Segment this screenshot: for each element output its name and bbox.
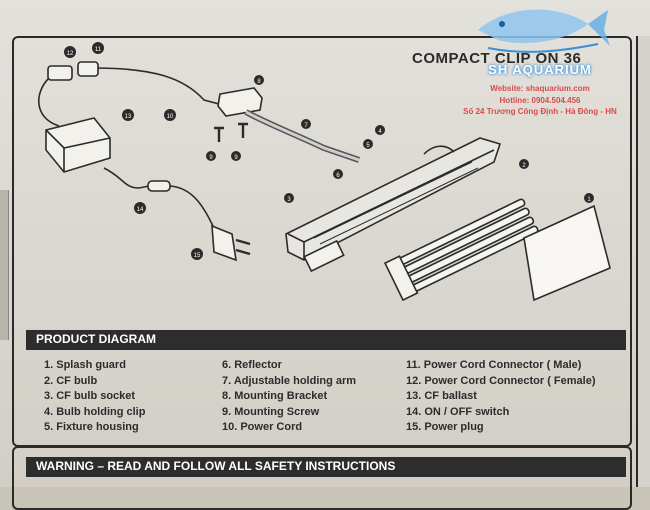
badge-1: 1 <box>584 193 594 203</box>
power-cord-line <box>93 67 220 105</box>
part-item: 10. Power Cord <box>222 421 303 433</box>
watermark: SH AQUARIUM Website: shaquarium.com Hotl… <box>450 0 630 118</box>
badge-2: 2 <box>519 159 529 169</box>
part-item: 12. Power Cord Connector ( Female) <box>406 374 596 387</box>
svg-text:9: 9 <box>234 155 238 161</box>
part-item: 6. Reflector <box>222 359 282 371</box>
fish-logo-icon <box>478 9 610 53</box>
warning-frame <box>12 446 632 510</box>
product-title: COMPACT CLIP ON 36 <box>412 50 582 67</box>
svg-text:14: 14 <box>137 207 144 213</box>
part-item: 7. Adjustable holding arm <box>222 374 357 387</box>
cf-bulb-drawing <box>383 198 539 302</box>
parts-column-3: 11. Power Cord Connector ( Male) 12. Pow… <box>406 358 595 436</box>
male-connector-body <box>77 61 99 77</box>
badge-13: 13 <box>122 109 134 121</box>
female-connector-body <box>47 65 73 81</box>
product-diagram-drawing: 1 2 3 4 5 6 7 8 9 9 10 11 12 13 14 15 <box>37 42 611 302</box>
parts-column-1: 1. Splash guard 2. CF bulb 3. CF bulb so… <box>44 358 145 436</box>
warning-heading: WARNING – READ AND FOLLOW ALL SAFETY INS… <box>36 459 396 473</box>
svg-text:11: 11 <box>95 47 102 53</box>
svg-text:10: 10 <box>167 114 174 120</box>
part-item: 11. Power Cord Connector ( Male) <box>406 359 582 371</box>
badge-10: 10 <box>164 109 176 121</box>
badge-11: 11 <box>92 42 104 54</box>
part-item: 15. Power plug <box>406 421 484 433</box>
watermark-website: Website: shaquarium.com <box>490 84 590 93</box>
part-item: 8. Mounting Bracket <box>222 390 328 402</box>
svg-text:8: 8 <box>257 79 261 85</box>
svg-text:12: 12 <box>67 51 74 57</box>
part-item: 13. CF ballast <box>406 390 477 402</box>
parts-column-2: 6. Reflector 7. Adjustable holding arm 8… <box>222 358 356 436</box>
part-item: 5. Fixture housing <box>44 421 139 433</box>
svg-text:3: 3 <box>287 197 291 203</box>
badge-5: 5 <box>363 139 373 149</box>
part-item: 3. CF bulb socket <box>44 390 136 402</box>
svg-text:9: 9 <box>209 155 213 161</box>
svg-text:7: 7 <box>304 123 308 129</box>
svg-text:13: 13 <box>125 114 132 120</box>
part-item: 4. Bulb holding clip <box>44 405 146 418</box>
svg-text:5: 5 <box>366 143 370 149</box>
badge-7: 7 <box>301 119 311 129</box>
part-item: 1. Splash guard <box>44 359 126 371</box>
part-item: 14. ON / OFF switch <box>406 405 510 418</box>
badge-9a: 9 <box>206 151 216 161</box>
badge-15: 15 <box>191 248 203 260</box>
watermark-hotline: Hotline: 0904.504.456 <box>499 96 581 105</box>
badge-6: 6 <box>333 169 343 179</box>
part-badges: 1 2 3 4 5 6 7 8 9 9 10 11 12 13 14 15 <box>64 42 594 260</box>
screw-b <box>238 122 248 138</box>
svg-text:15: 15 <box>194 253 201 259</box>
watermark-address: Số 24 Trương Công Định - Hà Đông - HN <box>463 107 617 116</box>
right-strip <box>636 36 650 487</box>
badge-14: 14 <box>134 202 146 214</box>
plug-body <box>211 224 237 262</box>
badge-3: 3 <box>284 193 294 203</box>
svg-text:6: 6 <box>336 173 340 179</box>
badge-9b: 9 <box>231 151 241 161</box>
product-diagram-header-bar <box>26 330 626 350</box>
svg-text:4: 4 <box>378 129 382 135</box>
svg-text:2: 2 <box>522 163 526 169</box>
badge-12: 12 <box>64 46 76 58</box>
warning-header-bar <box>26 457 626 477</box>
left-tab <box>0 190 9 340</box>
bracket-body <box>217 87 263 117</box>
screw-a <box>214 126 224 142</box>
svg-text:1: 1 <box>587 197 591 203</box>
ballast-cord-line <box>37 77 60 127</box>
splash-guard-drawing <box>523 204 611 302</box>
part-item: 9. Mounting Screw <box>222 405 320 418</box>
watermark-brand: SH AQUARIUM <box>488 62 592 77</box>
switch-body <box>147 180 171 192</box>
badge-8: 8 <box>254 75 264 85</box>
housing-socket <box>303 239 345 273</box>
part-item: 2. CF bulb <box>44 374 98 387</box>
product-diagram-heading: PRODUCT DIAGRAM <box>36 332 156 346</box>
badge-4: 4 <box>375 125 385 135</box>
